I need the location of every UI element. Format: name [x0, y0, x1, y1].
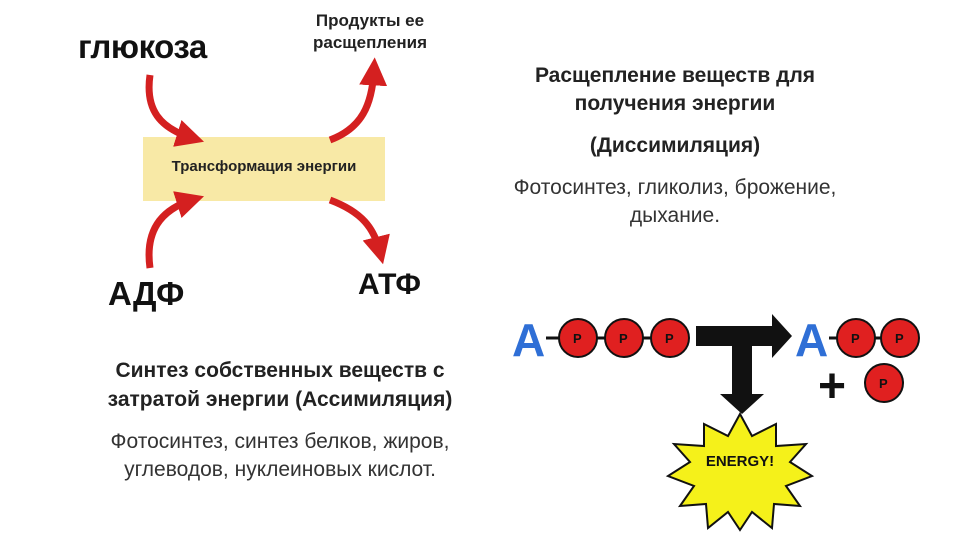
energy-label: ENERGY! — [706, 453, 774, 470]
arrow-glucose-in — [145, 74, 205, 147]
svg-text:P: P — [879, 376, 888, 391]
phosphate-bead-free — [864, 363, 904, 403]
energy-starburst — [665, 411, 815, 532]
assimilation-title: Синтез собственных веществ с затратой эн… — [107, 359, 453, 411]
atp-label: АТФ — [358, 268, 421, 301]
dissimilation-examples: Фотосинтез, гликолиз, брожение, дыхание. — [513, 176, 837, 227]
products-label: Продукты ее расщепления — [312, 11, 428, 52]
atp-scheme: A P P P A P P + P ENERGY! — [512, 314, 920, 532]
assimilation-examples: Фотосинтез, синтез белков, жиров, углево… — [110, 430, 450, 481]
arrow-products-out — [328, 57, 388, 144]
svg-text:P: P — [665, 331, 674, 346]
svg-text:P: P — [895, 331, 904, 346]
svg-text:P: P — [619, 331, 628, 346]
dissimilation-title: Расщепление веществ для получения энерги… — [534, 64, 816, 115]
energy-transformation-band — [143, 137, 385, 201]
svg-text:P: P — [573, 331, 582, 346]
phosphate-bead — [880, 318, 920, 358]
arrow-atp-out — [328, 196, 390, 265]
adp-label: АДФ — [108, 275, 185, 312]
dissimilation-subtitle: (Диссимиляция) — [589, 134, 761, 157]
energy-transformation-label: Трансформация энергии — [171, 158, 357, 175]
svg-text:P: P — [851, 331, 860, 346]
glucose-label: глюкоза — [78, 28, 207, 65]
adenosine-letter-right: A — [795, 314, 828, 366]
phosphate-bead — [650, 318, 690, 358]
plus-sign: + — [818, 360, 846, 413]
adenosine-letter-left: A — [512, 314, 545, 366]
arrow-adp-in — [145, 191, 205, 269]
reaction-arrow — [696, 314, 792, 414]
